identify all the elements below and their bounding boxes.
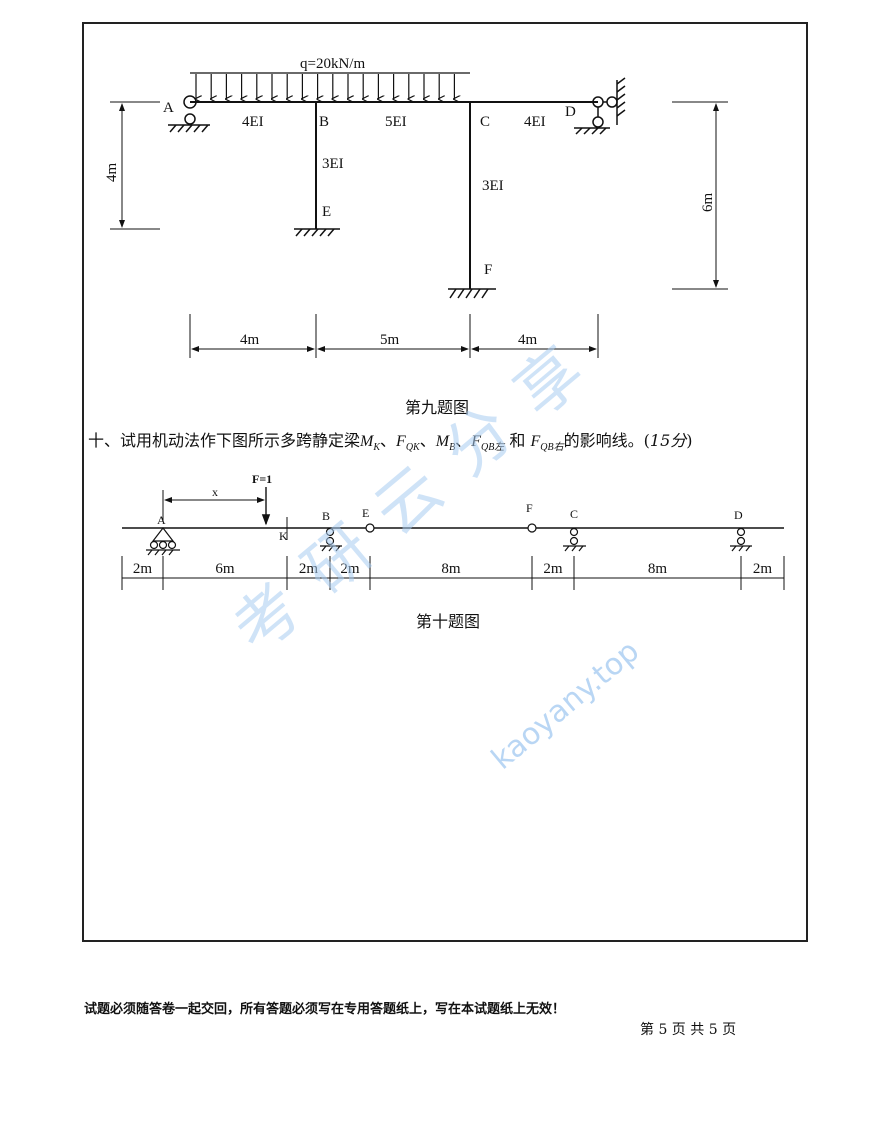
q10-mk: MK [360,433,381,454]
roller-support-b [320,527,342,552]
fig10-node-a: A [157,513,166,527]
stiffness-ab: 4EI [242,114,264,130]
dimension-label: 8m [441,561,461,577]
dim-cd-label: 4m [518,332,538,348]
roller-support-d [730,527,752,552]
node-b-label: B [319,114,329,130]
right-height-label: 6m [700,193,716,213]
q10-prefix: 十、试用机动法作下图所示多跨静定梁 [88,431,361,450]
dimension-label: 8m [648,561,668,577]
load-label: q=20kN/m [300,56,365,72]
q10-mb: MB [435,433,456,454]
dimension-line-fig10 [121,556,785,590]
dimension-right-height [672,101,728,290]
link-support-d [574,77,626,135]
q10-fqb-left: FQB左 [471,433,505,454]
fig10-node-c: C [570,507,578,521]
hinge-support-a [168,95,210,133]
distributed-load [190,72,470,99]
support-a-fig10 [146,527,180,556]
stiffness-bc: 5EI [385,114,407,130]
hinge-f [527,523,537,533]
frame-structure [190,101,598,289]
node-e-label: E [322,204,331,220]
figure-ten-caption: 第十题图 [416,612,481,631]
node-a-label: A [163,100,174,116]
stiffness-cf: 3EI [482,178,504,194]
q10-fqb-right: FQB右 [530,433,564,454]
exam-notice: 试题必须随答卷一起交回，所有答题必须写在专用答题纸上，写在本试题纸上无效！ [84,1002,566,1017]
node-d-label: D [565,104,576,120]
dimension-label: 2m [133,561,153,577]
dimension-label: 2m [543,561,563,577]
x-dimension [162,490,265,522]
x-label: x [212,485,218,499]
dimension-left-height [110,101,160,230]
stiffness-cd: 4EI [524,114,546,130]
page-number: 第 5 页 共 5 页 [640,1022,737,1038]
dimension-label: 2m [340,561,360,577]
fig10-node-d: D [734,508,743,522]
question-ten-text: 十、试用机动法作下图所示多跨静定梁MK、FQK、MB、FQB左 和 FQB右的影… [88,431,693,454]
left-height-label: 4m [104,163,120,183]
roller-support-c [563,527,586,552]
dimension-label: 6m [215,561,235,577]
fig10-node-b: B [322,509,330,523]
stiffness-be: 3EI [322,156,344,172]
dimension-horizontal-fig9 [189,314,599,358]
frame-edge-line [806,290,807,380]
exam-page-frame [82,22,808,942]
node-c-label: C [480,114,490,130]
fig10-dimension-labels: 2m 6m 2m 2m 8m 2m 8m 2m [133,561,773,577]
hinge-e [365,523,375,533]
fig10-node-e: E [362,506,369,520]
node-f-label: F [484,262,492,278]
unit-load-label: F=1 [252,472,272,486]
q10-score: 15分 [649,431,687,450]
q10-fqk: FQK [396,433,420,454]
dim-bc-label: 5m [380,332,400,348]
figure-nine-caption: 第九题图 [405,398,470,417]
dimension-label: 2m [299,561,319,577]
dimension-label: 2m [753,561,773,577]
fig10-node-f: F [526,501,533,515]
fig10-node-k: K [279,529,288,543]
fixed-support-e [294,228,340,237]
fixed-support-f [448,288,496,299]
dim-ab-label: 4m [240,332,260,348]
